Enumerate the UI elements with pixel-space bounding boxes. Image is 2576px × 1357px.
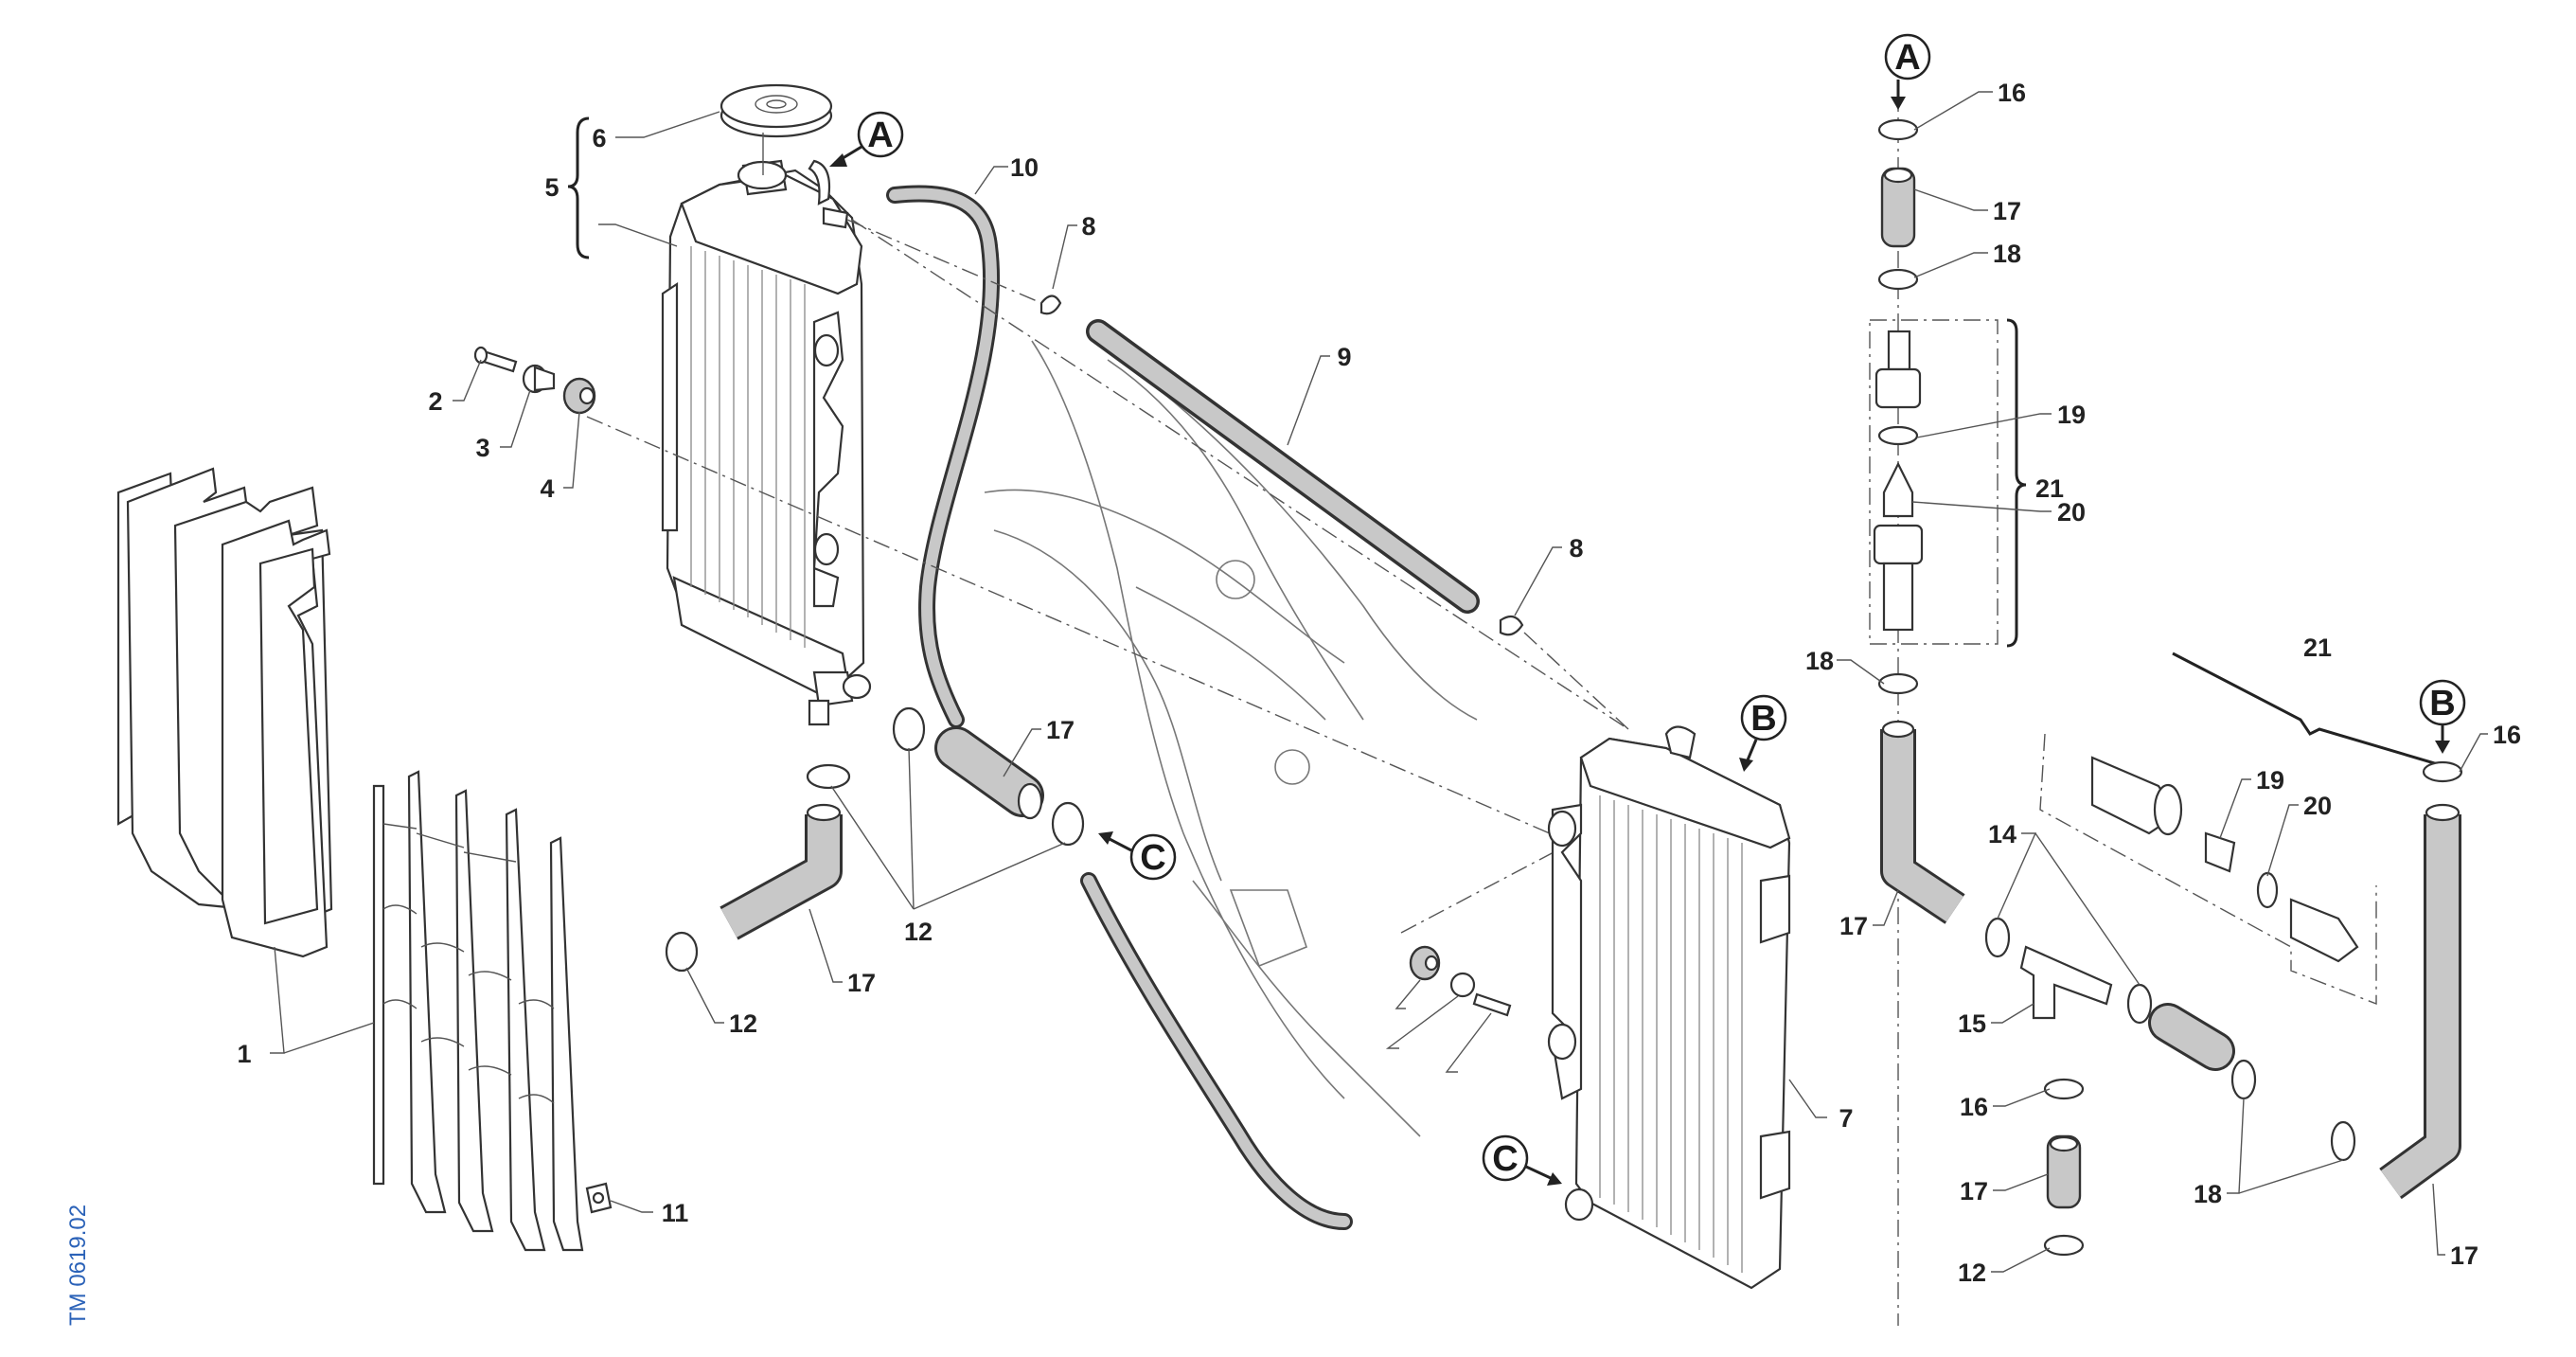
svg-text:B: B	[1750, 699, 1776, 739]
ref-marker-b-hose: B	[2419, 679, 2466, 754]
hose-clamp-upper	[1877, 268, 1919, 291]
hose-short-bottom	[2046, 1134, 2082, 1209]
screw-right	[1472, 992, 1512, 1017]
ref-marker-a-right: A	[1884, 33, 1931, 110]
callout-17-center: 17	[1046, 716, 1075, 744]
screw-left	[473, 346, 518, 373]
hose-short-top	[1880, 167, 1916, 248]
callout-17-top: 17	[1993, 197, 2021, 225]
callout-15: 15	[1958, 1009, 1986, 1038]
hose-bent-left	[720, 803, 843, 940]
radiator-right-fins	[1599, 795, 1743, 1273]
hose-clamps-tee	[1984, 917, 2153, 1025]
callout-9: 9	[1337, 343, 1351, 371]
callout-19-angled: 19	[2256, 766, 2284, 795]
callout-18-upper: 18	[1993, 240, 2021, 268]
callout-17-bent: 17	[1839, 912, 1868, 940]
callout-7: 7	[1839, 1104, 1853, 1133]
svg-text:A: A	[1894, 38, 1920, 78]
hose-straight-tee	[2148, 1003, 2235, 1071]
grommet-right	[1409, 945, 1441, 981]
hose-clamp-center	[1051, 801, 1085, 847]
callout-14: 14	[1988, 820, 2016, 848]
hose-long-right	[2379, 803, 2461, 1200]
hose-clamp-bottom	[2043, 1234, 2085, 1257]
callout-8-upper: 8	[1081, 212, 1095, 241]
callout-1: 1	[237, 1040, 251, 1068]
callout-12-group: 12	[904, 918, 933, 946]
ref-marker-c-hose: C	[1098, 831, 1177, 881]
callout-20-angled: 20	[2303, 792, 2332, 820]
callout-3-left: 3	[475, 434, 489, 462]
clip-upper	[1039, 295, 1062, 315]
frame-outline	[984, 340, 1478, 1137]
hose-clamp-left-lower	[806, 763, 851, 790]
hose-clamp-lower	[1877, 672, 1919, 695]
hose-clamps-right	[2230, 1059, 2356, 1162]
callout-11: 11	[662, 1199, 689, 1227]
callout-12-bottom-left: 12	[729, 1009, 757, 1038]
clip-lower	[1499, 615, 1524, 636]
callout-16-mid: 16	[1960, 1093, 1988, 1121]
callout-17-left: 17	[847, 969, 876, 997]
overflow-hose	[886, 185, 1353, 1230]
callout-20-vertical: 20	[2057, 498, 2086, 527]
thermostat-housing-angled	[2039, 733, 2377, 1006]
ref-marker-b-radiator: B	[1739, 694, 1787, 772]
callout-19-vertical: 19	[2057, 401, 2086, 429]
callout-17-short: 17	[1960, 1177, 1988, 1205]
callout-5: 5	[544, 173, 559, 202]
callout-21-angled: 21	[2303, 634, 2332, 662]
hose-clamp-bottom-left	[665, 931, 699, 973]
callout-8-lower: 8	[1569, 534, 1583, 562]
callout-2-left: 2	[428, 387, 442, 416]
radiator-guard	[372, 770, 584, 1252]
callout-18-right: 18	[2194, 1180, 2222, 1208]
bushing-left	[522, 364, 556, 394]
bushing-right	[1449, 972, 1476, 998]
guard-fastener	[585, 1182, 613, 1214]
svg-text:C: C	[1492, 1139, 1518, 1179]
grommet-left	[562, 377, 596, 415]
hose-clamp-left-upper	[892, 706, 926, 752]
hose-clamp-top-a	[1877, 118, 1919, 141]
callout-6: 6	[592, 124, 606, 152]
assembly-brace-5	[567, 116, 590, 259]
radiator-shroud	[116, 467, 333, 958]
callout-10: 10	[1010, 153, 1039, 182]
radiator-left	[661, 159, 872, 726]
svg-text:A: A	[867, 116, 893, 155]
ref-marker-c-radiator: C	[1482, 1134, 1562, 1186]
tee-piece	[2019, 945, 2113, 1020]
callout-18-lower: 18	[1805, 647, 1834, 675]
callout-21-vertical: 21	[2035, 474, 2064, 503]
callout-17-long: 17	[2450, 1241, 2478, 1270]
callout-12-bottom-right: 12	[1958, 1259, 1986, 1287]
radiator-right	[1547, 725, 1791, 1290]
svg-text:C: C	[1140, 838, 1165, 878]
leader-lines	[270, 91, 2488, 1273]
radiator-left-fins	[690, 246, 806, 648]
hose-straight-center	[934, 726, 1044, 820]
thermostat-housing-vertical	[1869, 319, 1999, 645]
callout-4-left: 4	[540, 474, 554, 503]
hose-bent-right	[1880, 720, 1965, 924]
ref-marker-a-left: A	[829, 111, 904, 167]
callout-16-right: 16	[2493, 721, 2521, 749]
hose-clamp-top-b	[2422, 760, 2463, 783]
document-code: TM 0619.02	[65, 1205, 91, 1326]
connecting-hose	[1086, 319, 1480, 614]
svg-text:B: B	[2429, 684, 2455, 723]
hose-clamp-mid	[2043, 1078, 2085, 1100]
callout-16-top: 16	[1998, 79, 2026, 107]
radiator-cap	[720, 83, 833, 138]
callout-labels: 1 2 3 4 5 6 7 8 8 9 10 11 12 12 12 14 15…	[237, 79, 2521, 1287]
